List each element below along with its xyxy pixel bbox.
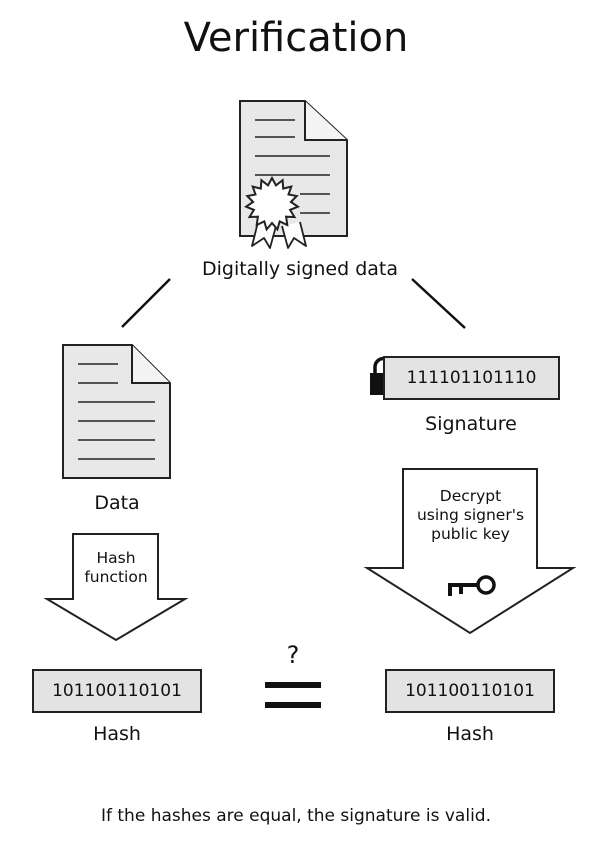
connector-line-right [411, 278, 466, 329]
page-title: Verification [183, 15, 409, 61]
hash-label-right: Hash [446, 723, 494, 745]
hash-box-left: 101100110101 [32, 669, 202, 713]
decrypt-label-line: Decrypt [439, 487, 502, 505]
hash-function-label-line: Hash [96, 549, 136, 567]
question-mark: ? [286, 641, 300, 669]
signature-label: Signature [425, 413, 517, 435]
signature-bits: 111101101110 [406, 368, 537, 388]
key-icon [448, 575, 496, 596]
hash-bits-right: 101100110101 [405, 681, 535, 701]
connector-line-left [121, 278, 171, 328]
hash-label-left: Hash [93, 723, 141, 745]
data-label: Data [94, 492, 140, 514]
signed-document-icon [239, 100, 348, 249]
hash-box-right: 101100110101 [385, 669, 555, 713]
decrypt-arrow [363, 468, 577, 635]
hash-function-arrow [43, 533, 189, 642]
hash-function-label: Hash function [74, 549, 158, 587]
decrypt-label-line: public key [431, 525, 510, 543]
hash-function-label-line: function [84, 568, 148, 586]
decrypt-label: Decrypt using signer's public key [404, 487, 537, 544]
hash-bits-left: 101100110101 [52, 681, 182, 701]
document-icon [62, 344, 171, 479]
signed-data-label: Digitally signed data [201, 258, 399, 280]
footer-note: If the hashes are equal, the signature i… [100, 806, 491, 826]
decrypt-label-line: using signer's [416, 506, 525, 524]
equals-icon [265, 682, 321, 708]
seal-icon [243, 175, 301, 232]
signature-box: 111101101110 [383, 356, 560, 400]
